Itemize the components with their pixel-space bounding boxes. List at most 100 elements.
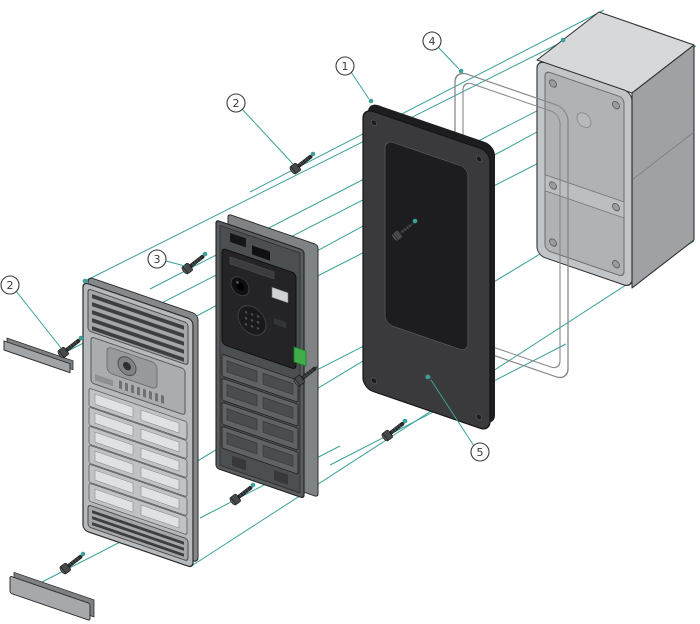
wiring-connector (230, 232, 246, 248)
alignment-dot (250, 482, 256, 488)
left-trim-strip (3, 337, 74, 374)
assembly-line (84, 17, 611, 282)
callout-bubble (226, 93, 246, 113)
callout-5: 5 (430, 379, 490, 462)
led-slot (229, 256, 275, 280)
alignment-dot (78, 335, 84, 341)
callout-bubble (335, 56, 355, 76)
button-slot (226, 432, 258, 455)
callout-number: 2 (233, 97, 240, 110)
back-box (536, 11, 695, 289)
call-button-rows (88, 388, 188, 535)
callout-number: 2 (7, 279, 14, 292)
alignment-dot (80, 551, 86, 557)
trim-face (9, 576, 91, 621)
lens-glint (236, 280, 239, 284)
camera-lens (123, 361, 131, 371)
name-window (94, 450, 134, 475)
camera-pupil (236, 282, 244, 291)
mounting-tab (232, 455, 246, 471)
name-window (94, 393, 134, 418)
callout-bubble (147, 249, 167, 269)
top-grille (87, 289, 189, 365)
speaker-holes (244, 310, 260, 330)
name-window (140, 466, 180, 491)
screw-boss (612, 260, 620, 269)
frame-screw-hole (370, 377, 378, 385)
bottom-grille (87, 505, 189, 561)
callout-1: 1 (335, 56, 370, 100)
name-window (140, 504, 180, 529)
grille-slat (92, 516, 184, 551)
assembly-line (249, 9, 605, 193)
name-window (94, 488, 134, 513)
callout-number: 4 (429, 35, 436, 48)
audio-video-module (221, 248, 297, 369)
callout-2-left: 2 (0, 275, 62, 349)
alignment-dot (368, 98, 374, 104)
callout-leader (350, 71, 370, 100)
front-frame (362, 104, 495, 430)
status-leds (274, 317, 286, 329)
green-terminal-connector (293, 346, 307, 367)
callout-bubble (422, 31, 442, 51)
screw-boss (612, 203, 620, 212)
alignment-dot (458, 68, 464, 74)
grille-slat (92, 326, 184, 362)
button-slot (262, 420, 294, 443)
back-box-front-face (536, 61, 633, 286)
back-box-side-seam (631, 131, 695, 181)
screw-boss (549, 238, 557, 247)
front-panel (82, 277, 199, 568)
callout-leader (15, 290, 62, 349)
callout-number: 3 (154, 253, 161, 266)
bottom-trim-strip (9, 571, 95, 621)
trim-face (3, 340, 71, 374)
callout-bubble (0, 275, 20, 295)
speaker-slots (119, 380, 164, 404)
screw-boss (549, 181, 557, 190)
front-frame-window-edge (384, 141, 469, 351)
callout-number: 5 (477, 446, 484, 459)
name-window (94, 469, 134, 494)
camera-speaker-plate (90, 337, 186, 415)
button-slot (262, 396, 294, 419)
mounting-tab (274, 469, 288, 485)
alignment-dot (560, 37, 566, 43)
module-carrier (215, 214, 319, 499)
module-label (271, 286, 289, 304)
grille-slat (92, 318, 184, 354)
frame-screw-hole (475, 413, 483, 421)
cable-knockout (576, 112, 592, 129)
alignment-dot (202, 251, 208, 257)
alignment-dot (425, 374, 431, 380)
grille-slat (92, 310, 184, 346)
name-window (140, 409, 180, 434)
button-slot (226, 408, 258, 431)
frame-screw-hole (370, 119, 378, 127)
frame-screw-hole (475, 155, 483, 163)
screw-boss (549, 79, 557, 88)
callout-2-top: 2 (226, 93, 294, 165)
callout-leader (241, 108, 294, 165)
wiring-connector (252, 245, 270, 261)
name-window (94, 412, 134, 437)
alignment-dots (78, 37, 566, 557)
callout-leader (430, 379, 475, 447)
back-box-cavity (544, 71, 625, 277)
callout-leader (165, 260, 186, 267)
button-slot (262, 444, 294, 467)
conduit-rib (544, 174, 625, 219)
name-window (94, 431, 134, 456)
name-window (140, 485, 180, 510)
grille-slat (92, 522, 184, 557)
button-modules (221, 354, 299, 475)
grille-slat (92, 302, 184, 338)
callout-3: 3 (147, 249, 186, 269)
screw-boss (612, 101, 620, 110)
grille-slat (92, 294, 184, 330)
callout-leader (437, 46, 460, 70)
name-window (140, 447, 180, 472)
